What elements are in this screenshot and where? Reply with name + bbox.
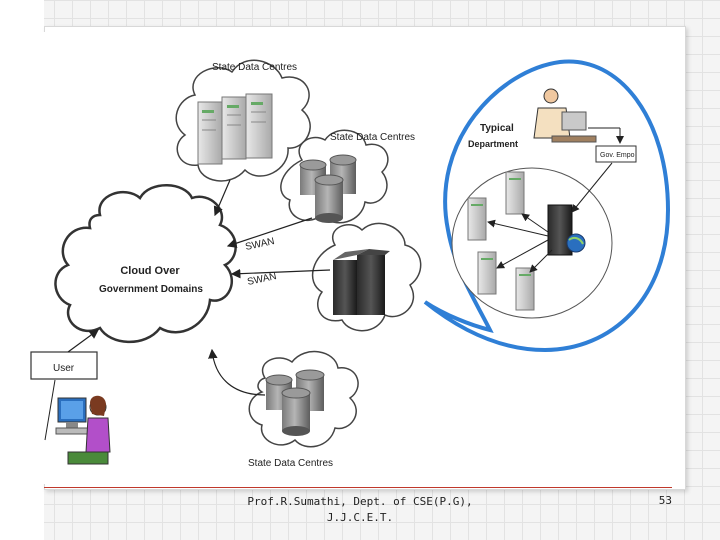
cloud-label-line1: Cloud Over	[120, 265, 180, 277]
user-computer-icon	[55, 395, 111, 465]
officer-icon	[533, 88, 597, 143]
sdc-top-label: State Data Centres	[212, 62, 297, 73]
rack-server-cloud	[311, 222, 422, 332]
connection-arrows	[208, 179, 331, 396]
department-main-server	[547, 204, 586, 256]
footer-author-line1: Prof.R.Sumathi, Dept. of CSE(P.G),	[247, 495, 473, 508]
user-box	[30, 351, 98, 380]
government-cloud	[54, 184, 237, 344]
user-label: User	[53, 363, 75, 374]
department-servers	[467, 171, 535, 311]
state-data-centre-top	[175, 59, 311, 182]
sdc-middle-label: State Data Centres	[330, 132, 415, 143]
user-connector	[44, 379, 56, 441]
cloud-label-line2: Government Domains	[99, 284, 203, 295]
server-icon	[197, 93, 273, 165]
typical-label-line2: Department	[468, 139, 518, 149]
gov-empo-label: Gov. Empo	[600, 152, 635, 159]
rack-server-icon	[333, 249, 390, 315]
database-icon	[265, 369, 325, 436]
gov-empo-box	[595, 145, 637, 163]
state-data-centre-bottom	[248, 350, 359, 448]
page-number: 53	[658, 494, 672, 507]
state-data-centre-middle	[280, 129, 389, 224]
user-arrow	[67, 329, 99, 353]
typical-label-line1: Typical	[480, 123, 514, 134]
footer-author: Prof.R.Sumathi, Dept. of CSE(P.G), J.J.C…	[230, 494, 490, 526]
footer-author-line2: J.J.C.E.T.	[326, 511, 394, 524]
department-links	[487, 162, 613, 273]
database-icon	[299, 154, 357, 223]
sdc-bottom-label: State Data Centres	[248, 458, 333, 469]
footer-divider	[44, 487, 672, 488]
